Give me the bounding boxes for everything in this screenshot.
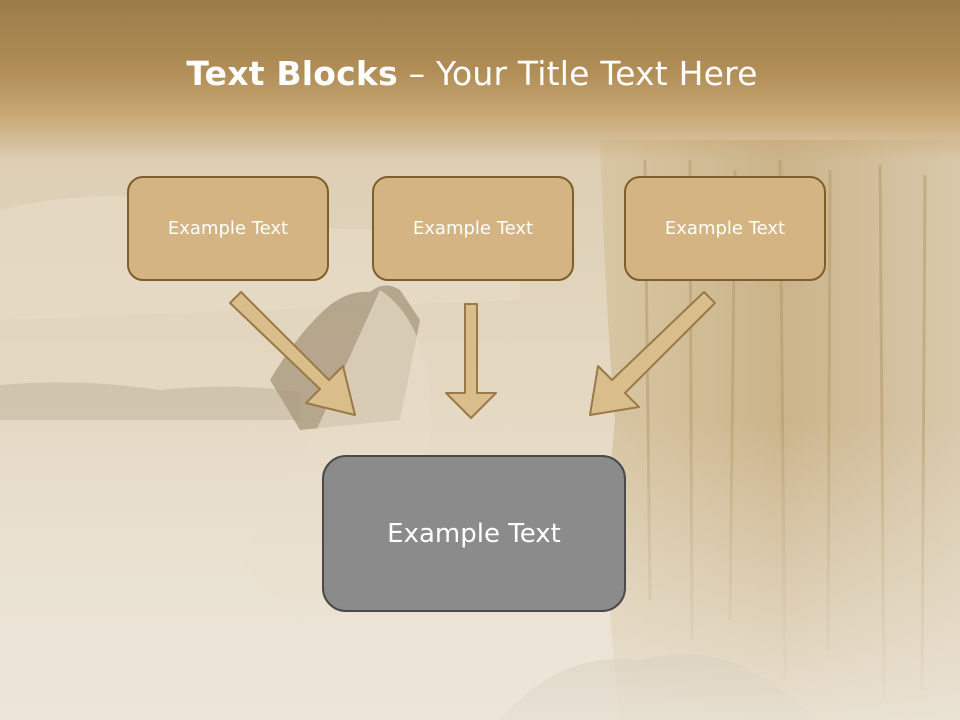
text-block-left: Example Text [127, 176, 329, 281]
title-separator: – [397, 54, 436, 93]
title-bold: Text Blocks [186, 54, 398, 93]
slide-title: Text Blocks – Your Title Text Here [0, 54, 944, 93]
text-block-target: Example Text [322, 455, 626, 612]
text-block-target-label: Example Text [387, 518, 561, 549]
arrow-right-down-left [589, 291, 716, 416]
text-block-left-label: Example Text [167, 218, 289, 239]
text-block-right: Example Text [624, 176, 826, 281]
text-block-center-label: Example Text [412, 218, 534, 239]
title-band [0, 0, 960, 160]
arrow-center-down [445, 303, 497, 419]
title-rest: Your Title Text Here [435, 54, 758, 93]
text-block-center: Example Text [372, 176, 574, 281]
arrow-left-down-right [229, 291, 356, 416]
text-block-right-label: Example Text [664, 218, 786, 239]
